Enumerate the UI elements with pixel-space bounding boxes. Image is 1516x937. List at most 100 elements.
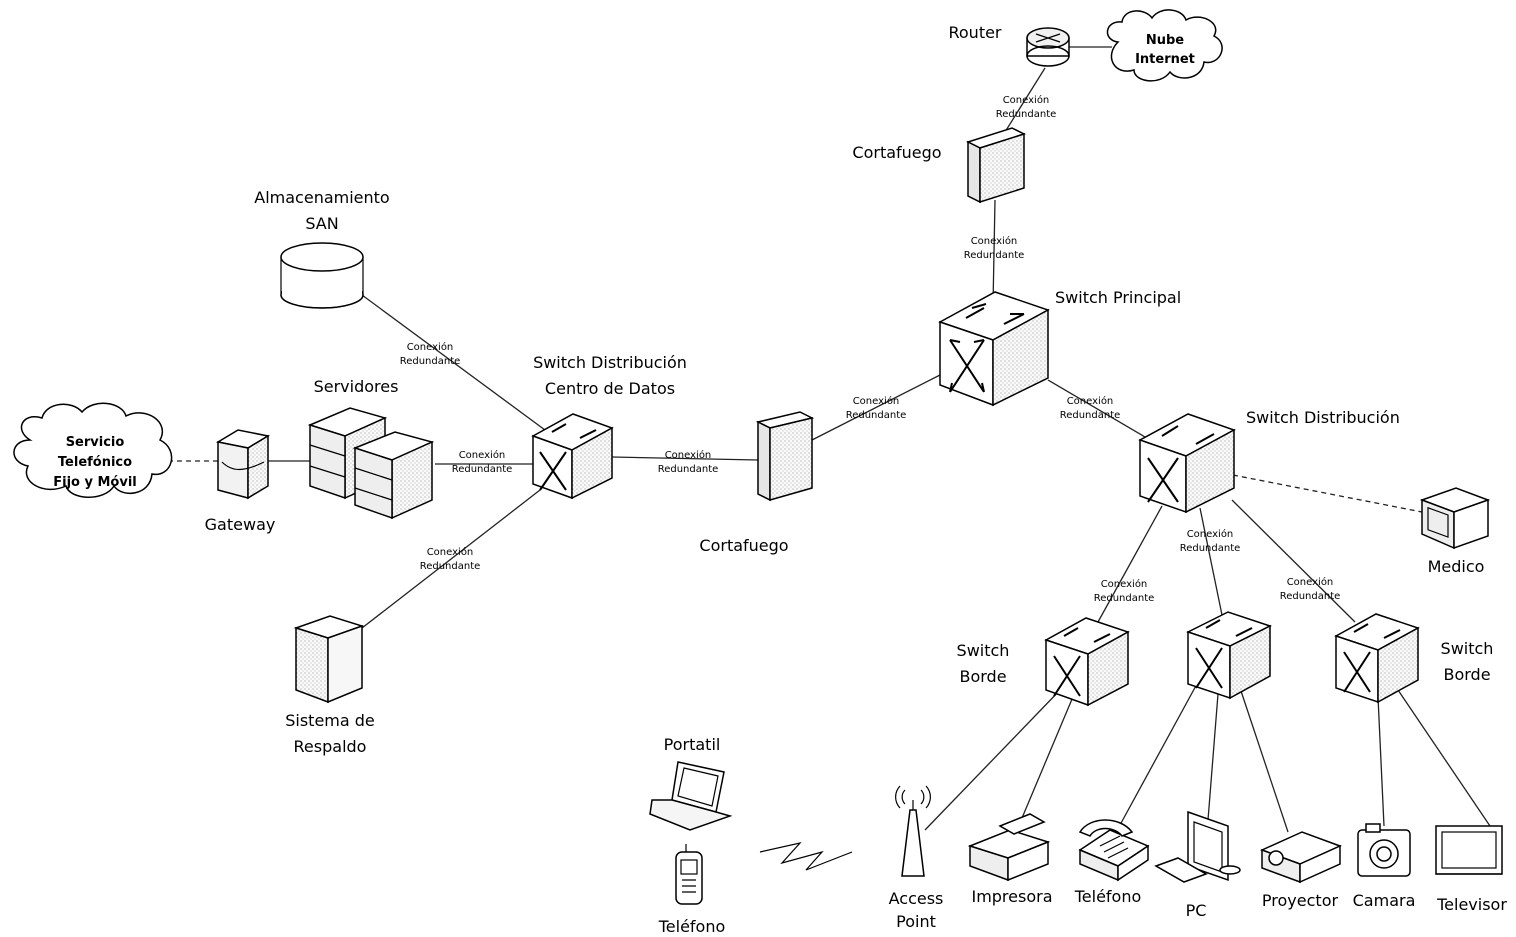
connection-label-8-line-1: Conexión	[427, 546, 474, 558]
router-icon	[1026, 27, 1070, 67]
servers-icon	[307, 407, 435, 520]
link-switch-principal-switch-distribucion	[1047, 379, 1146, 438]
label-servicio-line-3: Fijo y Móvil	[53, 475, 137, 490]
label-cloud-line-2: Internet	[1135, 52, 1195, 67]
switch-dc-icon	[531, 413, 614, 500]
link-router-firewall	[999, 67, 1046, 141]
firewall-mid-icon	[755, 411, 815, 502]
label-switch-borde-right-line-2: Borde	[1443, 665, 1490, 684]
label-cloud-line-1: Nube	[1146, 33, 1184, 48]
printer-icon	[967, 813, 1051, 882]
link-borde-left-ap	[924, 687, 1063, 831]
link-borde-left-impresora	[1021, 691, 1076, 819]
connection-label-7-line-2: Redundante	[658, 464, 719, 475]
camera-icon	[1357, 823, 1411, 877]
node-labels: Router Nube Internet Cortafuego Switch P…	[53, 23, 1507, 936]
label-switch-dc-line-1: Switch Distribución	[533, 353, 687, 372]
label-sistema-respaldo-line-1: Sistema de	[285, 711, 375, 730]
connections	[168, 46, 1491, 871]
connection-label-7-line-1: Conexión	[665, 449, 712, 461]
gateway-icon	[215, 429, 271, 500]
label-cortafuego-top: Cortafuego	[852, 143, 941, 162]
storage-san-icon	[280, 242, 364, 309]
label-portatil: Portatil	[664, 735, 721, 754]
label-telefono-movil: Teléfono	[658, 917, 726, 936]
connection-label-8-line-2: Redundante	[420, 561, 481, 572]
link-switch-distribucion-borde-mid	[1199, 507, 1223, 616]
switch-distribucion-icon	[1138, 413, 1236, 514]
connection-label-2-line-1: Conexión	[971, 235, 1018, 247]
television-icon	[1435, 825, 1503, 875]
switch-borde-mid-icon	[1186, 611, 1272, 700]
switch-principal-icon	[938, 291, 1050, 407]
link-switch-principal-firewall-mid	[811, 374, 941, 441]
label-medico: Medico	[1428, 557, 1485, 576]
switch-borde-left-icon	[1044, 617, 1130, 707]
connection-labels: ConexiónRedundanteConexiónRedundanteCone…	[400, 94, 1341, 604]
label-almacenamiento-line-2: SAN	[305, 214, 338, 233]
label-telefono: Teléfono	[1074, 887, 1142, 906]
label-sistema-respaldo-line-2: Respaldo	[294, 737, 367, 756]
label-router: Router	[948, 23, 1001, 42]
connection-label-10-line-1: Conexión	[1101, 578, 1148, 590]
link-switch-distribucion-borde-left	[1097, 505, 1163, 623]
label-servidores: Servidores	[314, 377, 399, 396]
access-point-icon	[895, 785, 931, 877]
link-borde-mid-telefono	[1119, 681, 1199, 826]
label-servicio-line-1: Servicio	[66, 435, 125, 450]
label-televisor: Televisor	[1436, 895, 1507, 914]
wireless-link	[759, 842, 853, 871]
label-impresora: Impresora	[971, 887, 1052, 906]
connection-label-6-line-2: Redundante	[452, 464, 513, 475]
label-switch-dc-line-2: Centro de Datos	[545, 379, 675, 398]
link-switch-distribucion-borde-right	[1231, 499, 1356, 623]
connection-label-11-line-2: Redundante	[1280, 591, 1341, 602]
desk-phone-icon	[1078, 819, 1150, 882]
label-access-point-line-2: Point	[896, 912, 936, 931]
connection-label-5-line-2: Redundante	[1060, 410, 1121, 421]
link-borde-mid-pc	[1207, 693, 1219, 821]
connection-label-3-line-1: Conexión	[407, 341, 454, 353]
link-firewall-mid-switch-dc	[611, 456, 759, 461]
label-almacenamiento-line-1: Almacenamiento	[254, 188, 389, 207]
connection-label-9-line-1: Conexión	[1187, 528, 1234, 540]
projector-icon	[1260, 831, 1342, 884]
connection-label-2-line-2: Redundante	[964, 250, 1025, 261]
pc-icon	[1154, 810, 1241, 883]
connection-label-4-line-1: Conexión	[853, 395, 900, 407]
backup-system-icon	[293, 615, 365, 704]
connection-label-3-line-2: Redundante	[400, 356, 461, 367]
label-switch-borde-left-line-1: Switch	[957, 641, 1010, 660]
label-proyector: Proyector	[1262, 891, 1339, 910]
cloud-service-icon	[13, 402, 173, 498]
label-switch-distribucion: Switch Distribución	[1246, 408, 1400, 427]
medical-device-icon	[1419, 487, 1491, 550]
label-switch-principal: Switch Principal	[1055, 288, 1181, 307]
connection-label-1-line-1: Conexión	[1003, 94, 1050, 106]
label-access-point-line-1: Access	[889, 889, 944, 908]
label-pc: PC	[1186, 901, 1207, 920]
label-gateway: Gateway	[205, 515, 276, 534]
label-switch-borde-right-line-1: Switch	[1441, 639, 1494, 658]
link-borde-right-televisor	[1397, 689, 1491, 827]
connection-label-11-line-1: Conexión	[1287, 576, 1334, 588]
firewall-top-icon	[966, 127, 1026, 204]
connection-label-5-line-1: Conexión	[1067, 395, 1114, 407]
link-storage-switch-dc	[361, 294, 546, 431]
label-camara: Camara	[1353, 891, 1416, 910]
laptop-icon	[649, 761, 733, 831]
link-switch-dc-backup	[361, 489, 541, 629]
connection-label-10-line-2: Redundante	[1094, 593, 1155, 604]
switch-borde-right-icon	[1334, 613, 1420, 704]
label-servicio-line-2: Telefónico	[58, 455, 132, 470]
connection-label-9-line-2: Redundante	[1180, 543, 1241, 554]
link-borde-right-camara	[1377, 696, 1385, 827]
connection-label-1-line-2: Redundante	[996, 109, 1057, 120]
link-switch-distribucion-medico	[1232, 474, 1423, 513]
mobile-phone-icon	[675, 844, 703, 905]
link-borde-mid-proyector	[1239, 687, 1289, 833]
connection-label-6-line-1: Conexión	[459, 449, 506, 461]
link-firewall-switch-principal	[992, 199, 996, 306]
label-switch-borde-left-line-2: Borde	[959, 667, 1006, 686]
